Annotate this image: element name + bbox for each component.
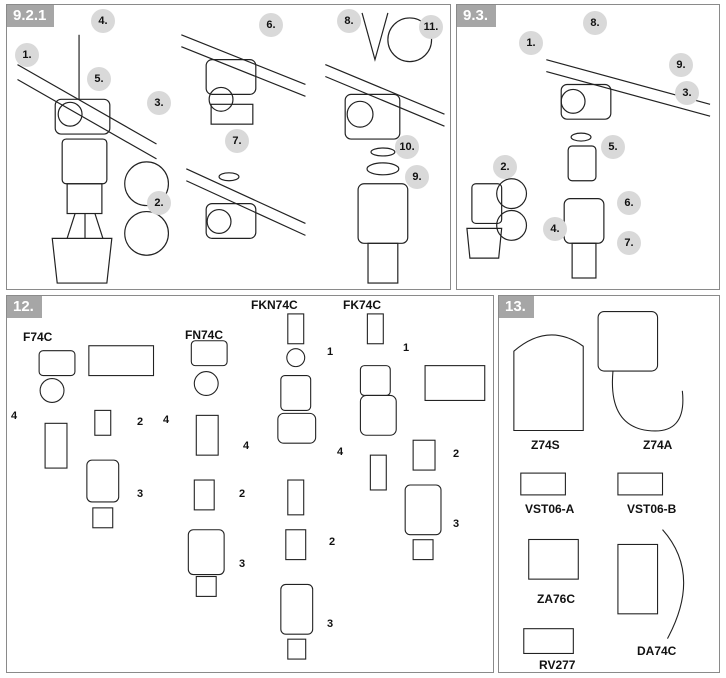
step-marker: 9. <box>669 53 693 77</box>
accessory-label: VST06-A <box>525 502 575 516</box>
model-label: FN74C <box>185 328 224 342</box>
accessory-label: Z74A <box>643 438 673 452</box>
panel-tag: 9.3. <box>457 5 497 27</box>
model-label: FK74C <box>343 298 382 312</box>
accessories-illustration <box>513 311 685 655</box>
step-marker: 4. <box>91 9 115 33</box>
step-marker: 9. <box>405 165 429 189</box>
step-marker: 5. <box>87 67 111 91</box>
part-number: 2 <box>137 416 144 428</box>
step-marker: 3. <box>147 91 171 115</box>
step-marker: 3. <box>675 81 699 105</box>
panel-tag: 9.2.1 <box>7 5 55 27</box>
panel-tag: 13. <box>499 296 534 318</box>
panel-9-2-1: 9.2.1 1. 2. 3. 4. 5. 6. 7. 8. 9. 10. 11. <box>6 4 451 290</box>
part-number: 3 <box>327 618 334 630</box>
model-label: F74C <box>23 330 53 344</box>
accessory-label: Z74S <box>531 438 560 452</box>
part-number: 4 <box>163 414 170 426</box>
part-number: 2 <box>329 536 336 548</box>
part-number: 4 <box>337 446 344 458</box>
step-marker: 1. <box>15 43 39 67</box>
panel-9-3: 9.3. 1. 2. 3. 4. 5. 6. 7. 8. 9. <box>456 4 720 290</box>
part-number: 3 <box>137 488 144 500</box>
part-number: 1 <box>403 342 410 354</box>
spare-parts-illustration <box>38 313 486 660</box>
step-marker: 6. <box>259 13 283 37</box>
step-marker: 7. <box>225 129 249 153</box>
accessory-label: ZA76C <box>537 592 576 606</box>
part-number: 3 <box>239 558 246 570</box>
step-marker: 1. <box>519 31 543 55</box>
part-number: 4 <box>11 410 18 422</box>
step-marker: 4. <box>543 217 567 241</box>
step-marker: 7. <box>617 231 641 255</box>
model-label: FKN74C <box>251 298 298 312</box>
step-marker: 2. <box>147 191 171 215</box>
part-number: 1 <box>327 346 334 358</box>
panel-12: 12. F74C FN74C FKN74C FK74C 2 3 4 2 3 4 … <box>6 295 494 673</box>
step-marker: 11. <box>419 15 443 39</box>
cleaning-illustration <box>466 59 711 279</box>
step-marker: 5. <box>601 135 625 159</box>
accessory-label: RV277 <box>539 658 576 672</box>
panel-tag: 12. <box>7 296 42 318</box>
step-marker: 8. <box>337 9 361 33</box>
step-marker: 10. <box>395 135 419 159</box>
part-number: 3 <box>453 518 460 530</box>
step-marker: 2. <box>493 155 517 179</box>
step-marker: 8. <box>583 11 607 35</box>
accessory-label: DA74C <box>637 644 677 658</box>
step-marker: 6. <box>617 191 641 215</box>
panel-13: 13. Z74S Z74A VST06-A VST06-B ZA76C RV27… <box>498 295 720 673</box>
replacement-illustration <box>17 12 445 284</box>
part-number: 2 <box>453 448 460 460</box>
accessory-label: VST06-B <box>627 502 677 516</box>
part-number: 4 <box>243 440 250 452</box>
part-number: 2 <box>239 488 246 500</box>
